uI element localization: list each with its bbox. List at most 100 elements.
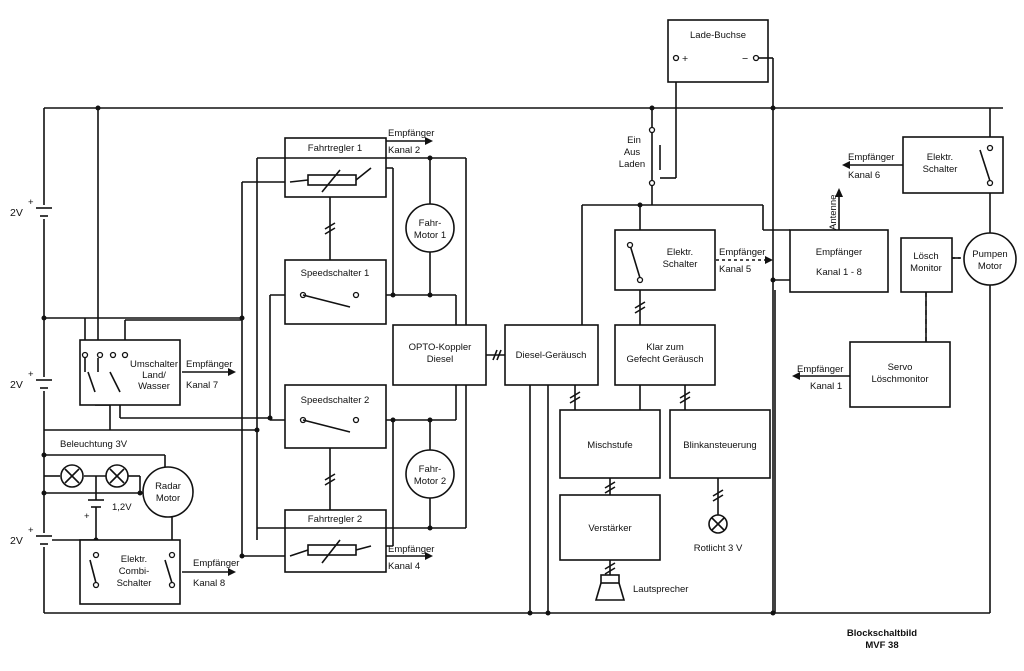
kanal-8-label: Kanal 8: [193, 578, 225, 589]
fahrtregler-2-label: Fahrtregler 2: [308, 514, 362, 525]
empf-k8-label: Empfänger: [193, 558, 239, 569]
aus-label: Aus: [624, 147, 641, 158]
elektr-schalter-label-b: Schalter: [663, 259, 698, 270]
battery-2-plus: +: [28, 369, 34, 380]
fahrmotor-2: Fahr- Motor 2: [405, 449, 455, 499]
ein-label: Ein: [627, 135, 641, 146]
fahrmotor-2-label-a: Fahr-: [419, 464, 442, 475]
junction-dots: [41, 105, 776, 616]
combi-label-c: Schalter: [117, 578, 152, 589]
empfaenger-kanal-8: Empfänger Kanal 8: [182, 558, 239, 589]
empfaenger-main-label-a: Empfänger: [816, 247, 862, 258]
battery-3-label: 2V: [10, 535, 23, 547]
footer-title: Blockschaltbild: [847, 628, 917, 639]
kanal-5-label: Kanal 5: [719, 264, 751, 275]
empf-k6-label: Empfänger: [848, 152, 894, 163]
fahrmotor-1-label-a: Fahr-: [419, 218, 442, 229]
lautsprecher: Lautsprecher: [594, 574, 688, 601]
opto-koppler-block: OPTO-Koppler Diesel: [392, 324, 487, 386]
empf-k4-label: Empfänger: [388, 544, 434, 555]
opto-label-b: Diesel: [427, 354, 453, 365]
speedschalter-1-label: Speedschalter 1: [301, 268, 370, 279]
elektr2-label-b: Schalter: [923, 164, 958, 175]
klar-label-a: Klar zum: [646, 342, 684, 353]
battery-1: + 2V: [10, 197, 52, 219]
diesel-geraeusch-block: Diesel-Geräusch: [504, 324, 599, 386]
elektr-schalter-block: Elektr. Schalter: [614, 229, 716, 291]
empfaenger-kanal-2: Empfänger Kanal 2: [386, 128, 434, 156]
ein-aus-switch: Ein Aus Laden: [619, 126, 661, 187]
empfaenger-kanal-4: Empfänger Kanal 4: [386, 544, 434, 572]
combi-schalter-block: Elektr. Combi- Schalter: [79, 539, 181, 605]
kanal-6-label: Kanal 6: [848, 170, 880, 181]
fahrtregler-2-block: Fahrtregler 2: [284, 509, 387, 573]
klar-zum-gefecht-block: Klar zum Gefecht Geräusch: [614, 324, 716, 386]
antenne-label: Antenne: [828, 195, 839, 230]
speedschalter-1-block: Speedschalter 1: [284, 259, 387, 325]
kanal-2-label: Kanal 2: [388, 145, 420, 156]
fahrmotor-1: Fahr- Motor 1: [405, 203, 455, 253]
radar-label-a: Radar: [155, 481, 181, 492]
battery-1-plus: +: [28, 197, 34, 208]
pumpen-motor: Pumpen Motor: [963, 232, 1017, 286]
empfaenger-kanal-7: Empfänger Kanal 7: [182, 359, 236, 391]
empf-k5-label: Empfänger: [719, 247, 765, 258]
umschalter-label-a: Umschalter: [130, 359, 178, 370]
combi-label-b: Combi-: [119, 566, 150, 577]
umschalter-land-wasser-block: Umschalter Land/ Wasser: [79, 339, 181, 406]
elektr-schalter-right-block: Elektr. Schalter: [902, 136, 1004, 194]
empf-k1-label: Empfänger: [797, 364, 843, 375]
umschalter-label-c: Wasser: [138, 381, 170, 392]
lamp-icon: [60, 464, 84, 488]
bus-slash-marks: [324, 197, 724, 575]
fahrmotor-2-label-b: Motor 2: [414, 476, 446, 487]
servo-loeschmonitor-block: Servo Löschmonitor: [849, 341, 951, 408]
kanal-7-label: Kanal 7: [186, 380, 218, 391]
lamp-icon: [105, 464, 129, 488]
elektr2-label-a: Elektr.: [927, 152, 953, 163]
empf-k7-label: Empfänger: [186, 359, 232, 370]
klar-label-b: Gefecht Geräusch: [626, 354, 703, 365]
mischstufe-label: Mischstufe: [587, 440, 632, 451]
verstaerker-label: Verstärker: [588, 523, 631, 534]
servo-label-a: Servo: [888, 362, 913, 373]
lade-buchse-label: Lade-Buchse: [690, 30, 746, 41]
rotlicht-lamp-icon: Rotlicht 3 V: [694, 514, 743, 554]
empfaenger-main-label-b: Kanal 1 - 8: [816, 267, 862, 278]
loesch-label-a: Lösch: [913, 251, 938, 262]
empfaenger-kanal-6: Empfänger Kanal 6: [842, 152, 903, 181]
radar-label-b: Motor: [156, 493, 180, 504]
lautsprecher-label: Lautsprecher: [633, 584, 688, 595]
footer-subtitle: MVF 38: [865, 640, 898, 651]
verstaerker-block: Verstärker: [559, 494, 661, 561]
laden-label: Laden: [619, 159, 645, 170]
kanal-1-label: Kanal 1: [810, 381, 842, 392]
footer-caption: Blockschaltbild MVF 38: [847, 628, 917, 651]
fahrtregler-1-block: Fahrtregler 1: [284, 137, 387, 198]
blinkansteuerung-block: Blinkansteuerung: [669, 409, 771, 479]
diesel-label: Diesel-Geräusch: [516, 350, 587, 361]
beleuchtung: Beleuchtung 3V 1,2V +: [60, 439, 132, 522]
lade-buchse-block: Lade-Buchse + −: [667, 19, 773, 83]
battery-2-label: 2V: [10, 379, 23, 391]
battery-3-plus: +: [28, 525, 34, 536]
pumpen-label-b: Motor: [978, 261, 1002, 272]
loesch-label-b: Monitor: [910, 263, 942, 274]
fahrtregler-1-label: Fahrtregler 1: [308, 143, 362, 154]
beleuchtung-label: Beleuchtung 3V: [60, 439, 128, 450]
mischstufe-block: Mischstufe: [559, 409, 661, 479]
battery-1-label: 2V: [10, 207, 23, 219]
loesch-monitor-block: Lösch Monitor: [900, 237, 953, 293]
speedschalter-2-label: Speedschalter 2: [301, 395, 370, 406]
v12-label: 1,2V: [112, 502, 132, 513]
servo-label-b: Löschmonitor: [871, 374, 928, 385]
lade-minus-label: −: [742, 53, 748, 65]
empfaenger-kanal-5: Empfänger Kanal 5: [716, 247, 773, 275]
combi-label-a: Elektr.: [121, 554, 147, 565]
speedschalter-2-block: Speedschalter 2: [284, 384, 387, 449]
battery-3: + 2V: [10, 525, 52, 547]
v12-plus-label: +: [84, 511, 90, 522]
battery-2: + 2V: [10, 369, 52, 391]
kanal-4-label: Kanal 4: [388, 561, 420, 572]
empf-k2-label: Empfänger: [388, 128, 434, 139]
